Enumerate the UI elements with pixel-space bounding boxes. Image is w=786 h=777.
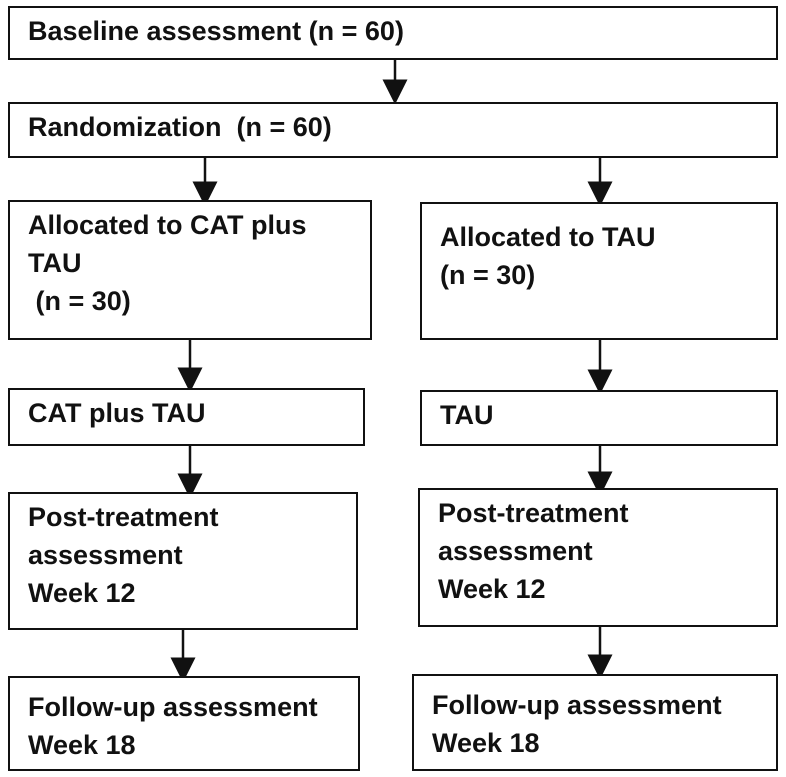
baseline-label: Baseline assessment (n = 60) [28, 16, 404, 46]
right-treatment-label: TAU [440, 400, 494, 430]
right-allocated-line-2: (n = 30) [440, 260, 536, 290]
left-allocated-line-1: Allocated to CAT plus [28, 210, 307, 240]
right-allocated-line-1: Allocated to TAU [440, 222, 656, 252]
randomization-label: Randomization (n = 60) [28, 112, 332, 142]
baseline-assessment-box: Baseline assessment (n = 60) [8, 6, 778, 60]
right-allocated-box: Allocated to TAU (n = 30) [420, 202, 778, 340]
left-followup-box: Follow-up assessment Week 18 [8, 676, 360, 771]
left-followup-line-1: Follow-up assessment [28, 692, 318, 722]
right-followup-line-1: Follow-up assessment [432, 690, 722, 720]
left-treatment-box: CAT plus TAU [8, 388, 365, 446]
left-post-line-3: Week 12 [28, 578, 136, 608]
right-post-line-3: Week 12 [438, 574, 546, 604]
left-allocated-box: Allocated to CAT plus TAU (n = 30) [8, 200, 372, 340]
randomization-box: Randomization (n = 60) [8, 102, 778, 158]
right-treatment-box: TAU [420, 390, 778, 446]
right-post-line-1: Post-treatment [438, 498, 629, 528]
left-followup-line-2: Week 18 [28, 730, 136, 760]
right-post-line-2: assessment [438, 536, 593, 566]
right-post-treatment-box: Post-treatment assessment Week 12 [418, 488, 778, 627]
right-followup-line-2: Week 18 [432, 728, 540, 758]
left-post-line-2: assessment [28, 540, 183, 570]
left-allocated-line-2: TAU [28, 248, 82, 278]
left-treatment-label: CAT plus TAU [28, 398, 206, 428]
left-allocated-line-3: (n = 30) [28, 286, 131, 316]
left-post-line-1: Post-treatment [28, 502, 219, 532]
right-followup-box: Follow-up assessment Week 18 [412, 674, 778, 771]
left-post-treatment-box: Post-treatment assessment Week 12 [8, 492, 358, 630]
